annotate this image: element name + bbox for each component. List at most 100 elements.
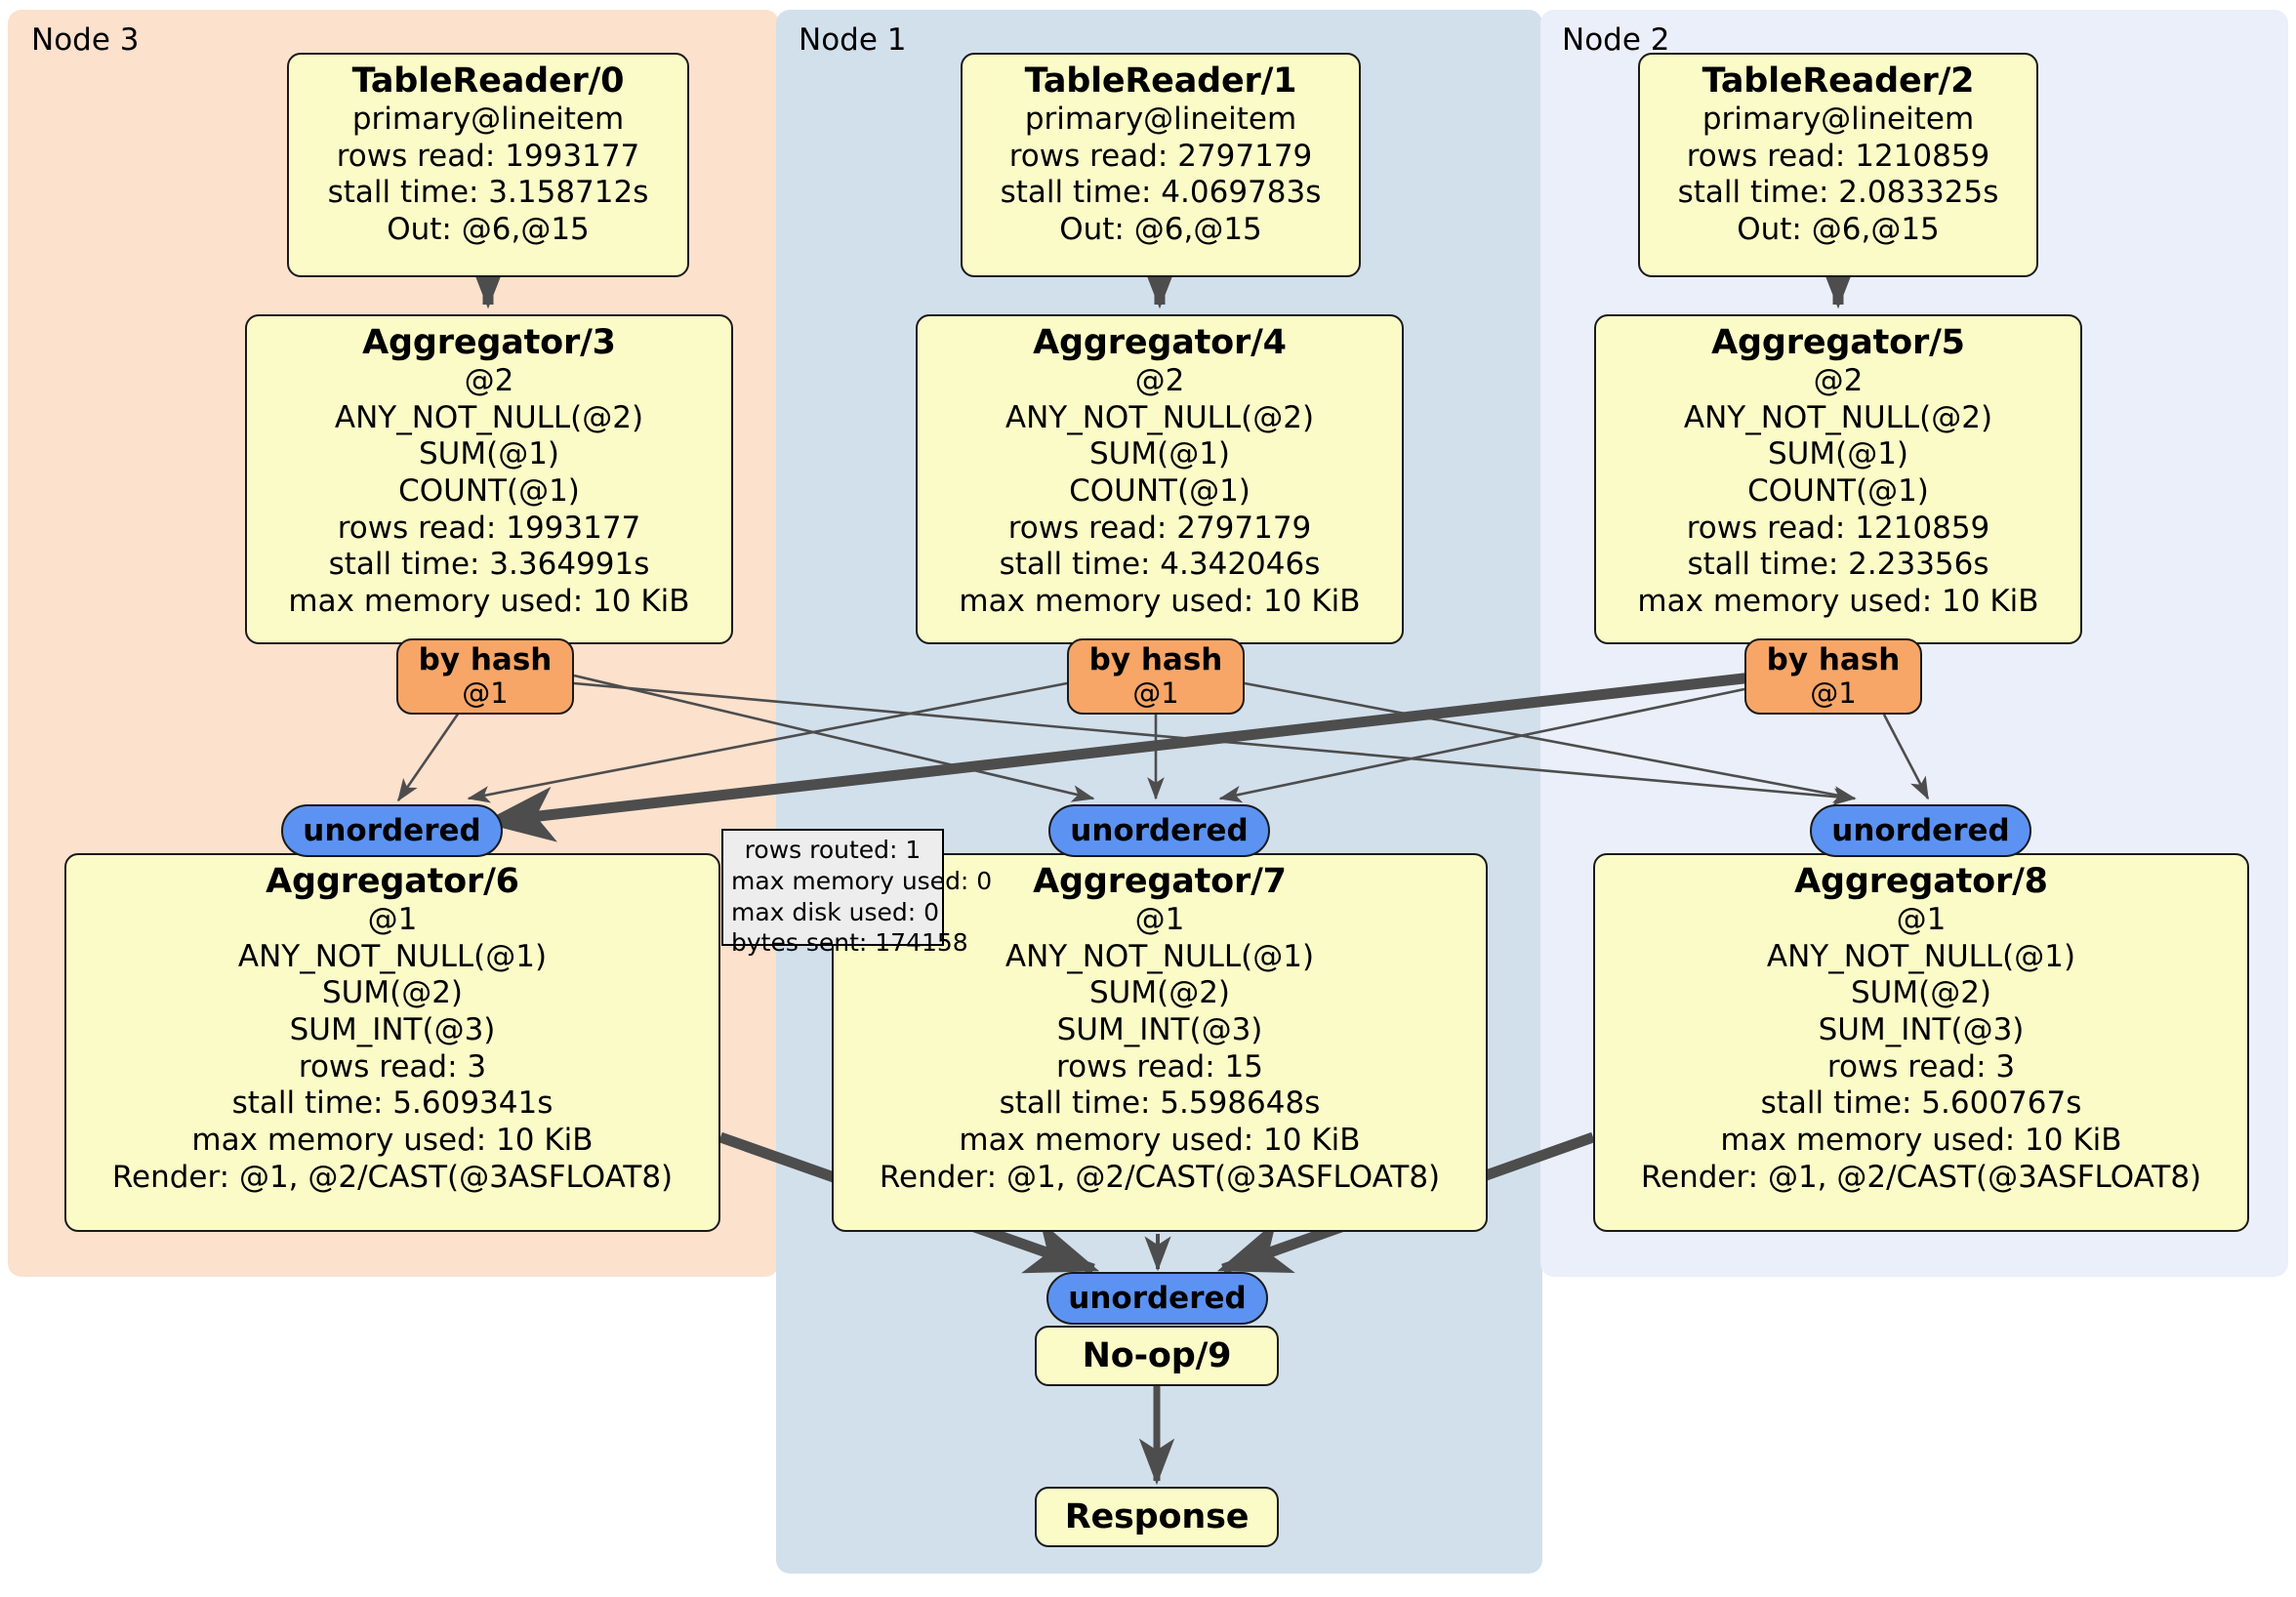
operator-render-clause: Render: @1, @2/CAST(@3ASFLOAT8) bbox=[879, 1159, 1441, 1195]
operator-aggregator-6[interactable]: Aggregator/6 @1 ANY_NOT_NULL(@1) SUM(@2)… bbox=[64, 853, 720, 1232]
stream-unordered-noop-9[interactable]: unordered bbox=[1046, 1272, 1268, 1325]
operator-detail: ANY_NOT_NULL(@1) bbox=[1004, 938, 1315, 974]
operator-detail: max memory used: 10 KiB bbox=[1637, 583, 2039, 619]
cluster-label-node-3: Node 3 bbox=[31, 22, 140, 58]
operator-detail: Out: @6,@15 bbox=[1737, 211, 1940, 247]
operator-detail: SUM(@1) bbox=[1767, 436, 1909, 472]
operator-detail: stall time: 4.069783s bbox=[1000, 175, 1322, 211]
operator-detail: max memory used: 10 KiB bbox=[191, 1122, 594, 1158]
operator-noop-9[interactable]: No-op/9 bbox=[1035, 1326, 1279, 1386]
stream-unordered-aggregator-7[interactable]: unordered bbox=[1048, 804, 1270, 857]
operator-detail: Out: @6,@15 bbox=[387, 211, 590, 247]
operator-detail: SUM(@2) bbox=[1850, 975, 1992, 1011]
operator-render-clause: Render: @1, @2/CAST(@3ASFLOAT8) bbox=[111, 1159, 674, 1195]
stat-max-memory-used: max memory used: 0 bbox=[731, 866, 993, 895]
operator-detail: @1 bbox=[1134, 902, 1185, 937]
cluster-label-node-1: Node 1 bbox=[799, 22, 907, 58]
operator-response[interactable]: Response bbox=[1035, 1487, 1279, 1547]
operator-title: Aggregator/4 bbox=[1033, 323, 1287, 362]
operator-detail: SUM(@2) bbox=[1088, 975, 1231, 1011]
operator-title: TableReader/1 bbox=[1024, 61, 1297, 101]
operator-detail: @2 bbox=[464, 363, 514, 398]
operator-detail: SUM(@2) bbox=[321, 975, 464, 1011]
operator-detail: SUM_INT(@3) bbox=[289, 1011, 496, 1047]
operator-detail: COUNT(@1) bbox=[1069, 472, 1250, 509]
operator-detail: ANY_NOT_NULL(@2) bbox=[1004, 399, 1315, 435]
operator-detail: rows read: 2797179 bbox=[1008, 138, 1313, 174]
operator-detail: COUNT(@1) bbox=[398, 472, 580, 509]
operator-detail: stall time: 5.600767s bbox=[1760, 1085, 2082, 1122]
stat-bytes-sent: bytes sent: 174158 bbox=[731, 928, 968, 958]
operator-detail: rows read: 1993177 bbox=[337, 510, 641, 546]
operator-aggregator-4[interactable]: Aggregator/4 @2 ANY_NOT_NULL(@2) SUM(@1)… bbox=[916, 314, 1404, 644]
operator-detail: stall time: 5.598648s bbox=[999, 1085, 1321, 1122]
operator-detail: rows read: 15 bbox=[1056, 1048, 1263, 1085]
router-by-hash-aggregator-4[interactable]: by hash @1 bbox=[1067, 638, 1245, 715]
stream-label: unordered bbox=[1068, 1280, 1247, 1316]
operator-aggregator-5[interactable]: Aggregator/5 @2 ANY_NOT_NULL(@2) SUM(@1)… bbox=[1594, 314, 2082, 644]
operator-detail: rows read: 3 bbox=[298, 1048, 487, 1085]
stream-label: unordered bbox=[303, 812, 481, 848]
operator-detail: SUM_INT(@3) bbox=[1818, 1011, 2025, 1047]
stream-label: unordered bbox=[1831, 812, 2010, 848]
operator-tablereader-2[interactable]: TableReader/2 primary@lineitem rows read… bbox=[1638, 53, 2038, 277]
operator-detail: rows read: 1993177 bbox=[336, 138, 640, 174]
operator-detail: rows read: 3 bbox=[1826, 1048, 2016, 1085]
operator-detail: stall time: 3.158712s bbox=[327, 175, 649, 211]
operator-detail: max memory used: 10 KiB bbox=[959, 1122, 1361, 1158]
operator-detail: primary@lineitem bbox=[351, 102, 625, 137]
operator-aggregator-3[interactable]: Aggregator/3 @2 ANY_NOT_NULL(@2) SUM(@1)… bbox=[245, 314, 733, 644]
operator-tablereader-0[interactable]: TableReader/0 primary@lineitem rows read… bbox=[287, 53, 689, 277]
operator-detail: stall time: 5.609341s bbox=[231, 1085, 554, 1122]
operator-detail: primary@lineitem bbox=[1024, 102, 1297, 137]
router-by-hash-aggregator-5[interactable]: by hash @1 bbox=[1744, 638, 1922, 715]
operator-detail: rows read: 1210859 bbox=[1686, 510, 1990, 546]
operator-title: Aggregator/5 bbox=[1711, 323, 1965, 362]
operator-detail: max memory used: 10 KiB bbox=[959, 583, 1361, 619]
operator-title: No-op/9 bbox=[1082, 1336, 1232, 1375]
operator-title: TableReader/2 bbox=[1702, 61, 1975, 101]
operator-title: Aggregator/7 bbox=[1033, 862, 1287, 901]
operator-title: Aggregator/6 bbox=[266, 862, 519, 901]
router-column: @1 bbox=[1132, 676, 1179, 711]
operator-title: Response bbox=[1064, 1497, 1250, 1536]
stream-unordered-aggregator-6[interactable]: unordered bbox=[281, 804, 503, 857]
operator-detail: @2 bbox=[1134, 363, 1185, 398]
stat-max-disk-used: max disk used: 0 bbox=[731, 897, 940, 926]
router-label: by hash bbox=[418, 642, 553, 678]
operator-detail: Out: @6,@15 bbox=[1059, 211, 1262, 247]
operator-detail: stall time: 2.23356s bbox=[1687, 547, 1989, 583]
operator-render-clause: Render: @1, @2/CAST(@3ASFLOAT8) bbox=[1640, 1159, 2202, 1195]
operator-detail: rows read: 2797179 bbox=[1007, 510, 1312, 546]
operator-detail: stall time: 3.364991s bbox=[328, 547, 650, 583]
operator-detail: ANY_NOT_NULL(@1) bbox=[1766, 938, 2076, 974]
stream-unordered-aggregator-8[interactable]: unordered bbox=[1810, 804, 2031, 857]
operator-detail: max memory used: 10 KiB bbox=[288, 583, 690, 619]
operator-title: Aggregator/8 bbox=[1794, 862, 2048, 901]
router-column: @1 bbox=[1810, 676, 1857, 711]
stream-stats-tooltip: rows routed: 1 max memory used: 0 max di… bbox=[721, 829, 993, 957]
operator-detail: @1 bbox=[1896, 902, 1947, 937]
operator-detail: stall time: 4.342046s bbox=[999, 547, 1321, 583]
operator-detail: ANY_NOT_NULL(@2) bbox=[1683, 399, 1993, 435]
operator-detail: SUM(@1) bbox=[418, 436, 560, 472]
operator-title: TableReader/0 bbox=[351, 61, 625, 101]
router-label: by hash bbox=[1088, 642, 1223, 678]
operator-detail: SUM_INT(@3) bbox=[1056, 1011, 1263, 1047]
operator-detail: COUNT(@1) bbox=[1747, 472, 1929, 509]
router-by-hash-aggregator-3[interactable]: by hash @1 bbox=[396, 638, 574, 715]
operator-detail: @2 bbox=[1813, 363, 1864, 398]
operator-detail: SUM(@1) bbox=[1088, 436, 1231, 472]
operator-detail: max memory used: 10 KiB bbox=[1720, 1122, 2122, 1158]
operator-title: Aggregator/3 bbox=[362, 323, 616, 362]
router-label: by hash bbox=[1766, 642, 1901, 678]
operator-detail: stall time: 2.083325s bbox=[1677, 175, 1999, 211]
operator-detail: ANY_NOT_NULL(@2) bbox=[334, 399, 644, 435]
operator-detail: ANY_NOT_NULL(@1) bbox=[237, 938, 548, 974]
router-column: @1 bbox=[462, 676, 509, 711]
operator-detail: @1 bbox=[367, 902, 418, 937]
operator-tablereader-1[interactable]: TableReader/1 primary@lineitem rows read… bbox=[961, 53, 1361, 277]
stat-rows-routed: rows routed: 1 bbox=[744, 836, 922, 864]
operator-aggregator-8[interactable]: Aggregator/8 @1 ANY_NOT_NULL(@1) SUM(@2)… bbox=[1593, 853, 2249, 1232]
